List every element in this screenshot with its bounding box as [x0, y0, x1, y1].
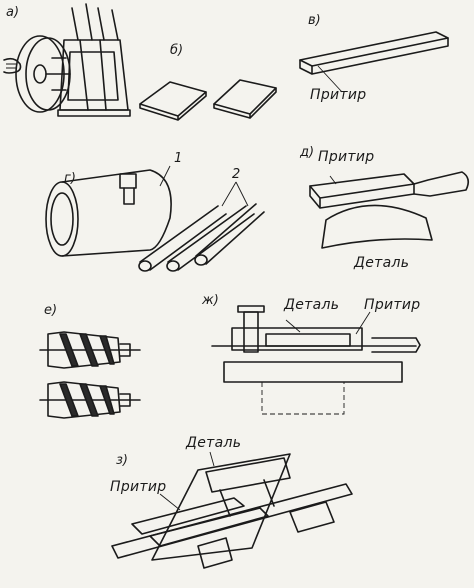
panel-label-zh: ж) — [202, 293, 219, 308]
zh-part-label: Деталь — [284, 297, 340, 313]
d-part-label: Деталь — [354, 255, 410, 271]
panel-a-lapping-machine — [3, 3, 131, 117]
panel-z-plate-fixture — [111, 451, 353, 569]
panel-label-a: а) — [6, 5, 20, 20]
panel-label-b: б) — [170, 43, 184, 58]
callout-1: 1 — [174, 151, 183, 166]
v-lap-label: Притир — [310, 87, 367, 103]
lap-rods — [138, 203, 265, 272]
z-part-label: Деталь — [186, 435, 242, 451]
zh-lap-label: Притир — [364, 297, 421, 313]
panel-label-d: д) — [300, 145, 315, 160]
panel-v-flat-lap — [299, 31, 449, 93]
callout-2: 2 — [232, 167, 241, 182]
panel-g-ring-lap-and-rods — [45, 165, 265, 272]
z-lap-label: Притир — [110, 479, 167, 495]
panel-label-v: в) — [308, 13, 321, 28]
d-lap-label: Притир — [318, 149, 375, 165]
panel-label-g: г) — [64, 171, 76, 186]
panel-label-z: з) — [116, 453, 128, 468]
panel-zh-fixture-lapping — [211, 305, 421, 415]
panel-label-e: е) — [44, 303, 58, 318]
panel-b-lapping-plates — [139, 79, 277, 121]
panel-e-threaded-laps — [39, 331, 141, 419]
panel-d-lap-with-handle — [309, 171, 470, 249]
